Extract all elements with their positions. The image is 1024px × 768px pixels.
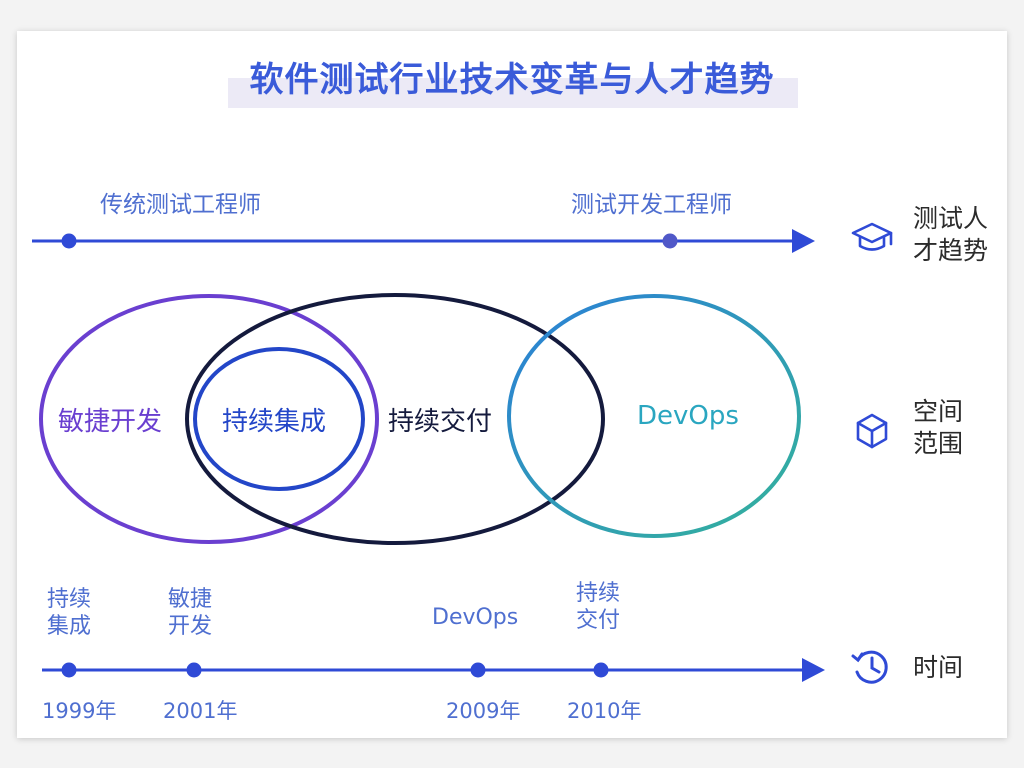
cd-ellipse <box>185 293 605 545</box>
title-highlight <box>228 78 798 108</box>
history-clock-icon <box>851 650 888 684</box>
talent-trend-label-line2: 才趋势 <box>913 236 989 265</box>
scope-label-line1: 空间 <box>913 397 964 426</box>
event-agile-line1: 敏捷 <box>168 587 213 612</box>
ci-ellipse <box>193 347 365 491</box>
time-dot-2010 <box>593 662 609 678</box>
venn-cd-label: 持续交付 <box>388 407 493 437</box>
year-2001-label: 2001年 <box>163 699 238 723</box>
talent-dot-traditional <box>61 233 77 249</box>
event-agile-label: 敏捷 开发 <box>168 586 212 640</box>
agile-ellipse <box>39 294 379 544</box>
time-label: 时间 <box>913 653 964 682</box>
role-traditional-label: 传统测试工程师 <box>100 192 261 218</box>
talent-axis-arrow <box>792 229 815 253</box>
devops-ellipse <box>507 294 801 538</box>
event-cd-line2: 交付 <box>576 608 621 633</box>
talent-trend-label: 测试人 才趋势 <box>913 203 988 267</box>
event-ci-line2: 集成 <box>47 614 92 639</box>
time-dot-2001 <box>186 662 202 678</box>
year-1999-label: 1999年 <box>42 699 117 723</box>
event-cd-label: 持续 交付 <box>576 580 620 634</box>
event-agile-line2: 开发 <box>168 614 213 639</box>
year-2010-label: 2010年 <box>567 699 642 723</box>
cube-icon <box>856 413 888 449</box>
graduation-cap-icon <box>851 222 893 251</box>
scope-label-line2: 范围 <box>913 429 964 458</box>
time-dot-2009 <box>470 662 486 678</box>
event-cd-line1: 持续 <box>576 581 621 606</box>
event-ci-label: 持续 集成 <box>47 586 91 640</box>
time-axis-arrow <box>802 658 825 682</box>
year-2009-label: 2009年 <box>446 699 521 723</box>
venn-agile-label: 敏捷开发 <box>58 407 163 437</box>
event-ci-line1: 持续 <box>47 587 92 612</box>
venn-devops-label: DevOps <box>637 401 739 431</box>
time-dot-1999 <box>61 662 77 678</box>
venn-ci-label: 持续集成 <box>222 407 327 437</box>
talent-dot-dev <box>662 233 678 249</box>
event-devops-label: DevOps <box>432 605 519 630</box>
talent-trend-label-line1: 测试人 <box>913 204 989 233</box>
page-title: 软件测试行业技术变革与人才趋势 <box>249 60 775 100</box>
scope-label: 空间 范围 <box>913 396 963 460</box>
role-dev-label: 测试开发工程师 <box>571 192 732 218</box>
